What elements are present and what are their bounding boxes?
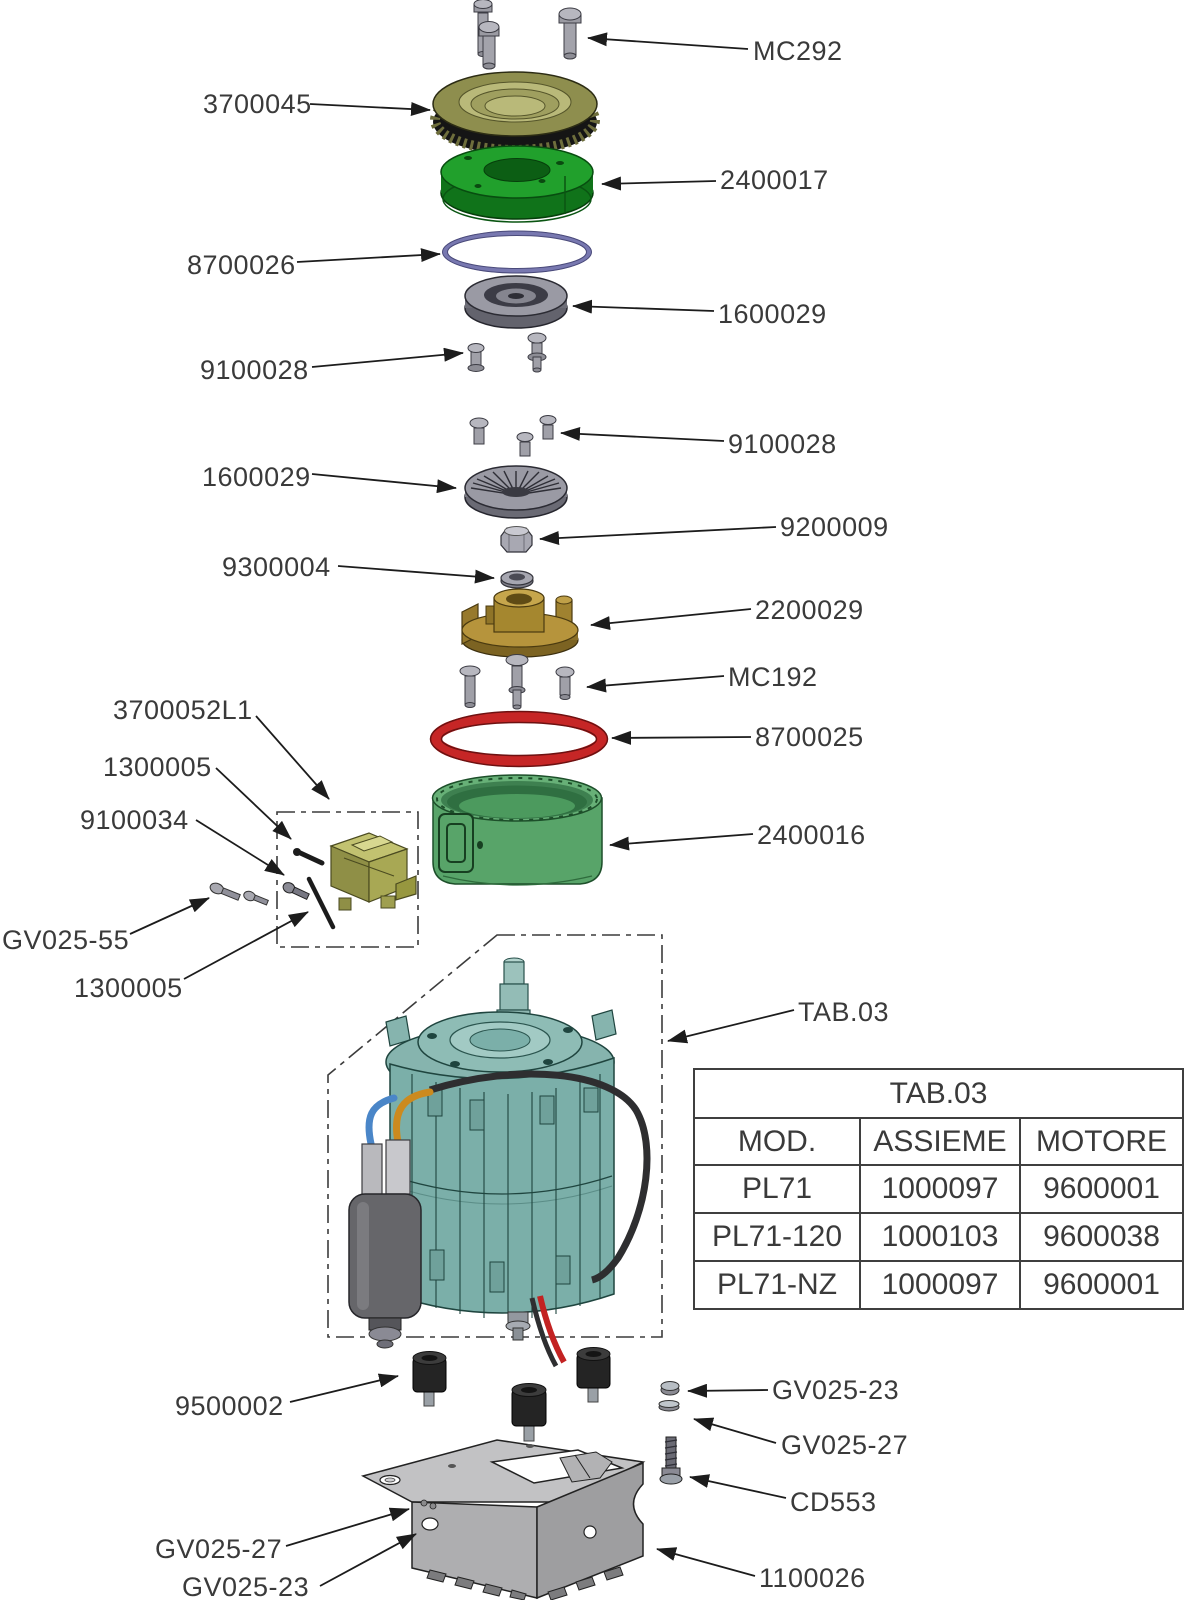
part-label-1300005-a: 1300005 (103, 752, 212, 782)
part-label-2400016: 2400016 (757, 820, 866, 850)
oring-8700025-red (429, 710, 609, 768)
gray-disc-1600029-upper (464, 275, 568, 329)
part-label-1600029-b: 1600029 (202, 462, 311, 492)
part-label-2400017: 2400017 (720, 165, 829, 195)
tab03-cell: 1000097 (859, 1164, 1021, 1214)
oring-8700026 (442, 230, 592, 274)
tab03-cell: PL71 (693, 1164, 861, 1214)
pins-and-screw-1300005-9100034 (282, 848, 336, 930)
green-cup-2400016 (431, 774, 603, 886)
tab03-cell: 1000103 (859, 1212, 1021, 1262)
tab03-cell: PL71-120 (693, 1212, 861, 1262)
part-label-3700045: 3700045 (203, 89, 312, 119)
tab03-cell: 9600001 (1018, 1260, 1185, 1310)
screws-9100028-trio (469, 415, 557, 457)
rubber-feet-9500002 (412, 1347, 611, 1442)
part-label-9100028-b: 9100028 (728, 429, 837, 459)
microswitch-detail-box (276, 811, 419, 948)
base-bracket-1100026 (360, 1439, 646, 1600)
tab03-col-mod: MOD. (693, 1117, 861, 1166)
part-label-9500002: 9500002 (175, 1391, 284, 1421)
gear-ring-3700045 (430, 71, 600, 155)
part-label-8700025: 8700025 (755, 722, 864, 752)
part-label-tab03: TAB.03 (798, 997, 890, 1027)
part-label-9300004: 9300004 (222, 552, 331, 582)
part-label-gv025-23-right: GV025-23 (772, 1375, 900, 1405)
part-label-gv025-27-right: GV025-27 (781, 1430, 909, 1460)
tab03-row-pl71-nz: PL71-NZ 1000097 9600001 (693, 1260, 1185, 1310)
part-label-mc292: MC292 (753, 36, 843, 66)
tab03-table: TAB.03 MOD. ASSIEME MOTORE PL71 1000097 … (692, 1068, 1185, 1310)
tab03-title: TAB.03 (692, 1068, 1185, 1119)
screws-mc192 (459, 654, 575, 710)
part-label-1300005-b: 1300005 (74, 973, 183, 1003)
tab03-cell: PL71-NZ (693, 1260, 861, 1310)
part-label-3700052l1: 3700052L1 (113, 695, 253, 725)
part-label-8700026: 8700026 (187, 250, 296, 280)
washer-9300004 (500, 570, 534, 589)
leader-lines (129, 32, 795, 1587)
fasteners-right (658, 1381, 683, 1485)
microswitch-assembly-3700052l1 (329, 832, 417, 911)
part-label-cd553: CD553 (790, 1487, 877, 1517)
screws-gv025-55 (209, 882, 269, 906)
part-label-2200029: 2200029 (755, 595, 864, 625)
tab03-row-pl71: PL71 1000097 9600001 (693, 1164, 1185, 1214)
impeller-2200029 (461, 588, 579, 658)
tab03-col-motore: MOTORE (1018, 1117, 1185, 1166)
nut-9200009 (500, 526, 533, 553)
part-label-1100026: 1100026 (759, 1563, 866, 1593)
motor-assembly (348, 957, 651, 1368)
tab03-cell: 9600001 (1018, 1164, 1185, 1214)
motor-detail-box (327, 934, 663, 1338)
tab03-row-pl71-120: PL71-120 1000103 9600038 (693, 1212, 1185, 1262)
screws-9100028-pair (467, 332, 547, 373)
tab03-cell: 1000097 (859, 1260, 1021, 1310)
part-label-gv025-23-left: GV025-23 (182, 1572, 310, 1600)
tab03-col-assieme: ASSIEME (859, 1117, 1021, 1166)
burr-disc-1600029-lower (464, 465, 568, 519)
screws-mc292 (473, 0, 582, 70)
part-label-9100034: 9100034 (80, 805, 189, 835)
green-disc-2400017 (440, 145, 594, 223)
tab03-cell: 9600038 (1018, 1212, 1185, 1262)
part-label-9200009: 9200009 (780, 512, 889, 542)
part-label-gv025-27-left: GV025-27 (155, 1534, 283, 1564)
part-label-1600029-a: 1600029 (718, 299, 827, 329)
part-label-gv025-55: GV025-55 (2, 925, 130, 955)
part-label-mc192: MC192 (728, 662, 818, 692)
part-label-9100028-a: 9100028 (200, 355, 309, 385)
